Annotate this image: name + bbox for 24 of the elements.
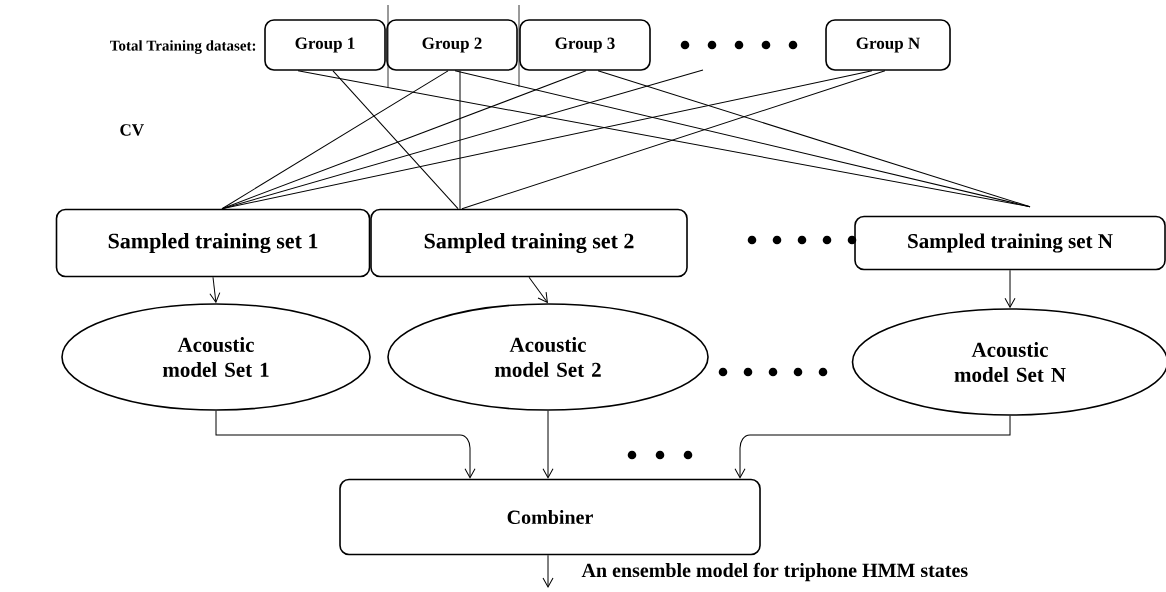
connector-line <box>221 70 449 210</box>
arrow <box>1004 269 1016 308</box>
combiner-box: Combiner <box>339 478 761 556</box>
connector-line <box>221 69 704 210</box>
connector-line <box>221 70 587 210</box>
connector-line <box>332 70 459 210</box>
connector-line <box>459 70 461 210</box>
arrow <box>734 415 1011 479</box>
process-box: Sampled training set N <box>854 215 1166 271</box>
group-box: Group 2 <box>386 19 518 71</box>
process-box: Sampled training set 2 <box>370 208 688 278</box>
arrow <box>542 554 554 588</box>
group-box: Group N <box>825 19 951 71</box>
process-box: Sampled training set 1 <box>55 208 371 278</box>
output-label: An ensemble model for triphone HMM states <box>581 562 968 582</box>
arrow <box>215 410 476 479</box>
caption-label: CV <box>120 124 144 136</box>
arrow <box>542 410 554 479</box>
connector-line <box>597 70 1031 208</box>
arrow <box>528 276 548 303</box>
group-box: Group 1 <box>264 19 386 71</box>
group-box: Group 3 <box>519 19 651 71</box>
arrow <box>209 276 221 303</box>
connector-line <box>461 70 886 210</box>
